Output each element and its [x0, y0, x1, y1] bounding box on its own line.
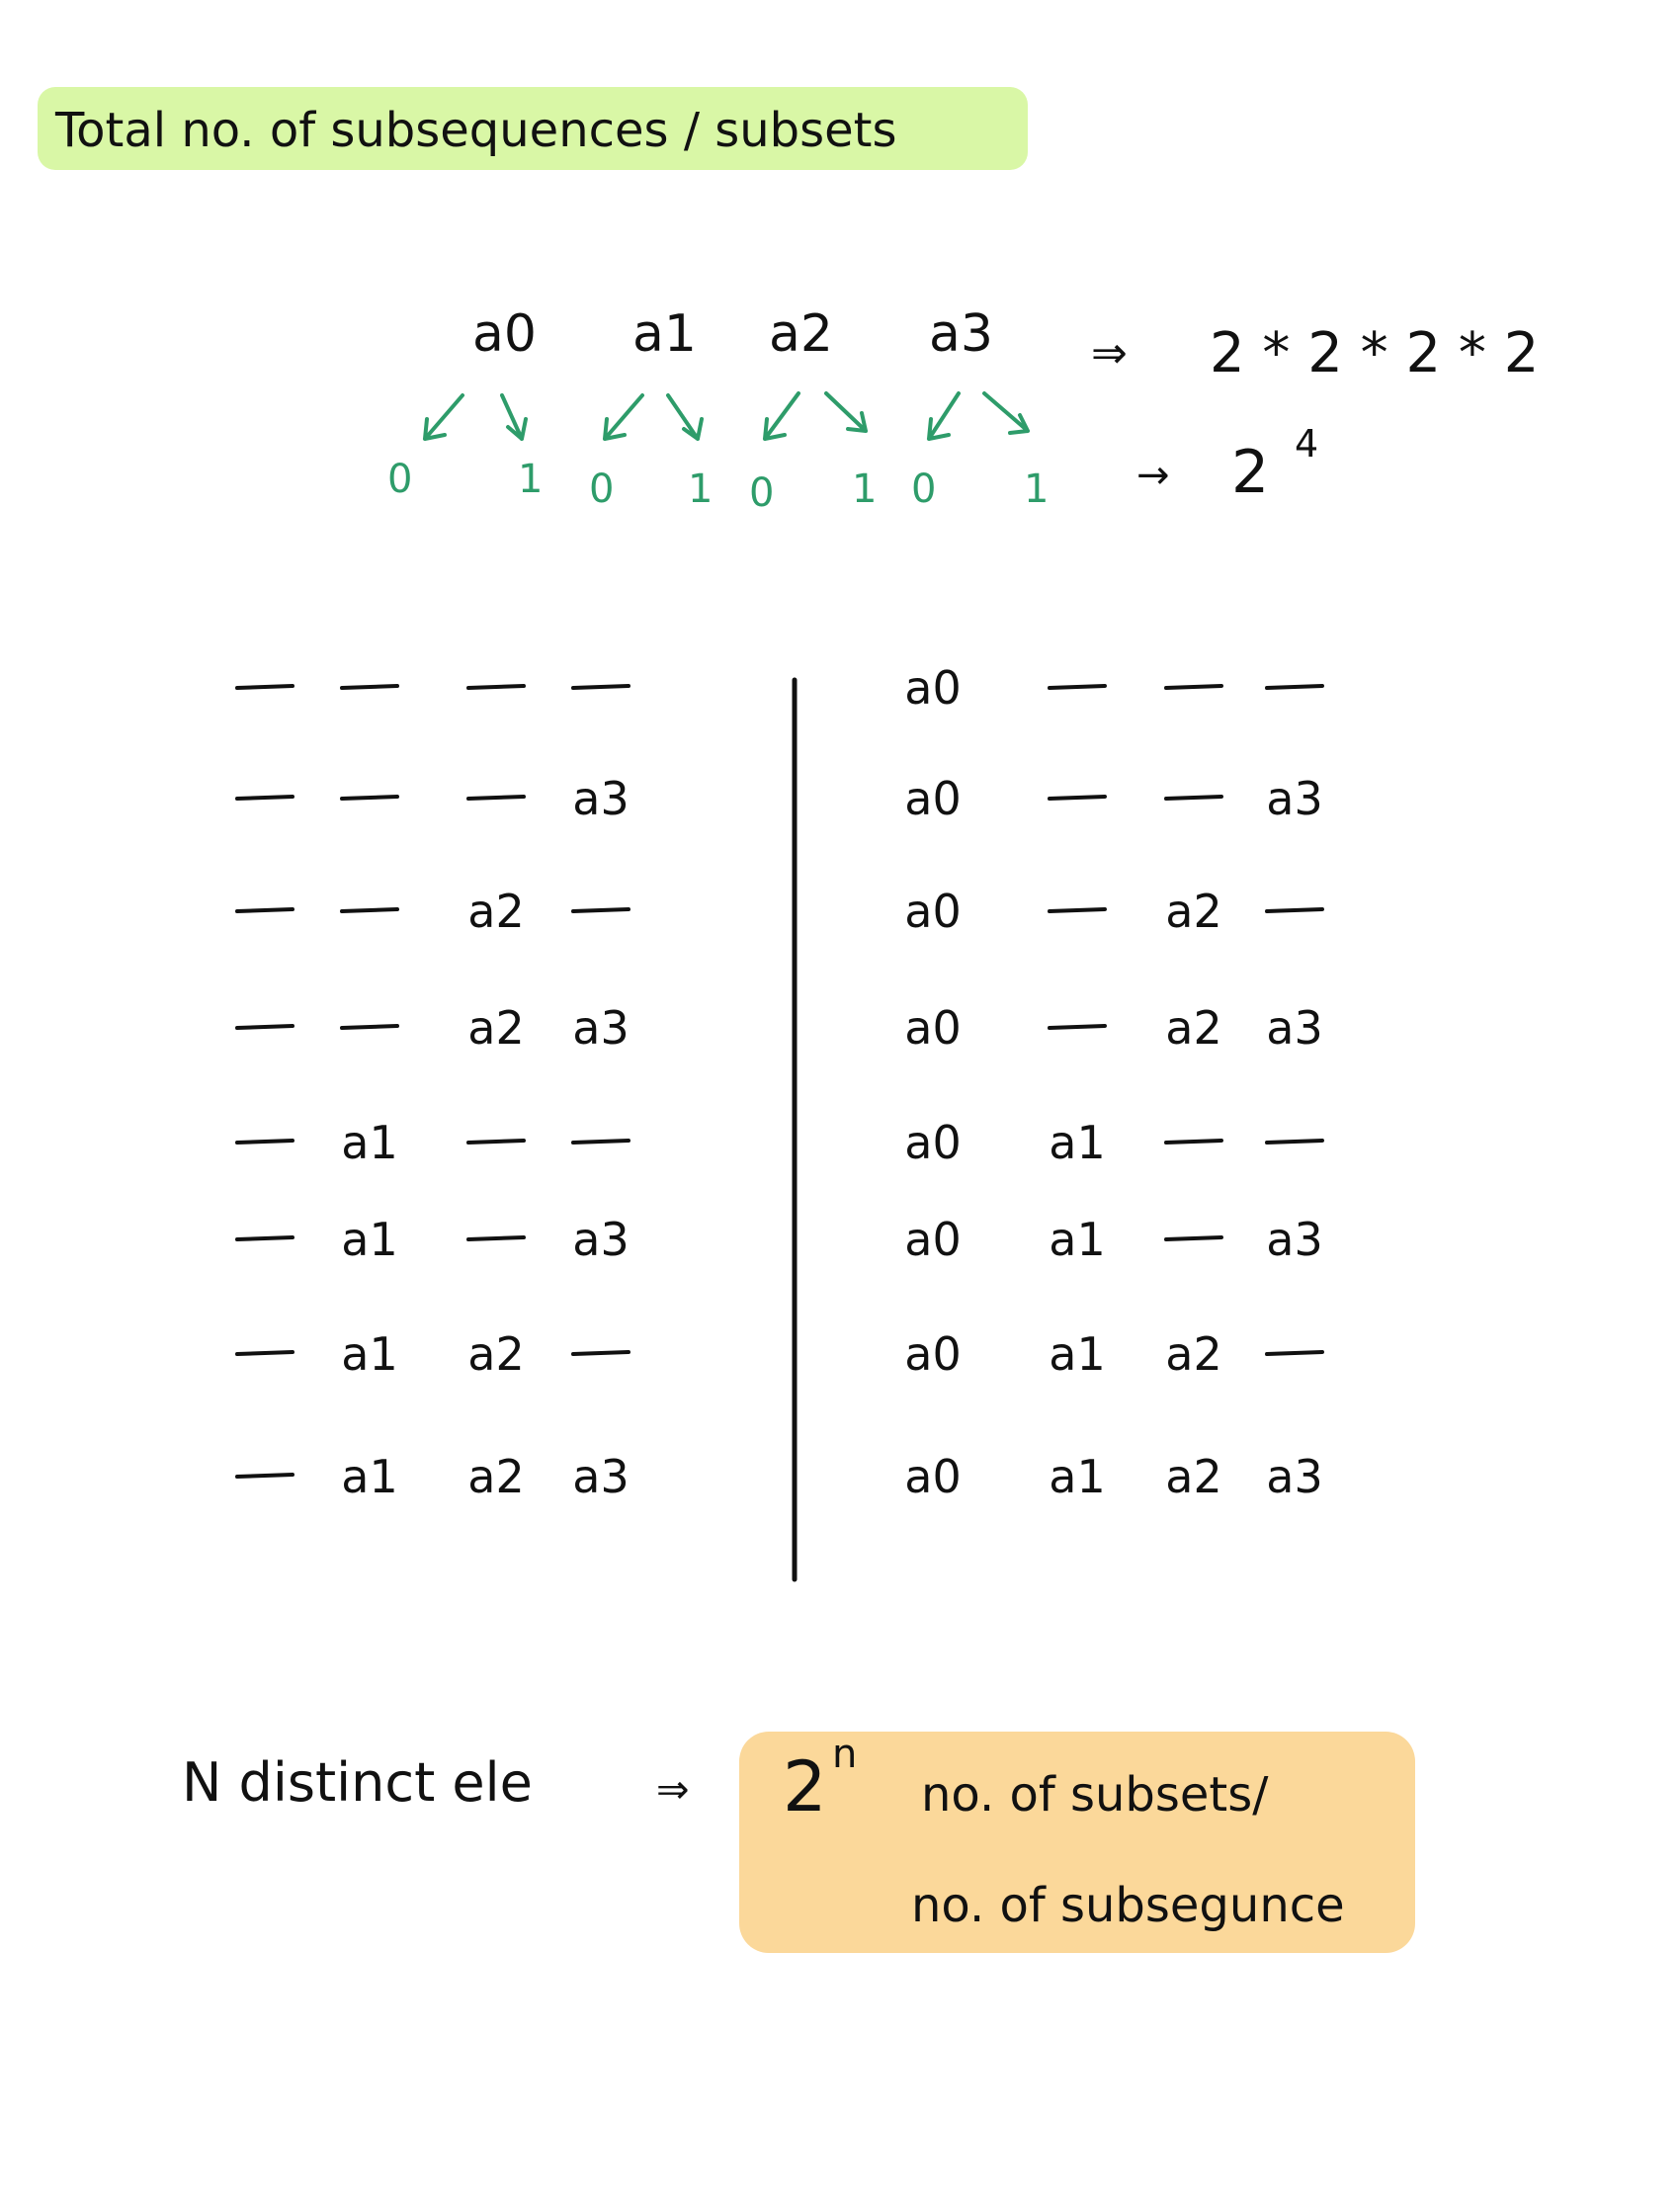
blank-slot: [1265, 1350, 1324, 1356]
blank-slot: [1265, 907, 1324, 913]
subset-element: a3: [572, 1450, 629, 1503]
subset-element: a3: [1266, 1450, 1322, 1503]
element-label: a2: [769, 304, 833, 364]
blank-slot: [1164, 1235, 1223, 1241]
blank-slot: [340, 907, 399, 913]
blank-slot: [1048, 907, 1107, 913]
conclusion-lhs: N distinct ele: [182, 1751, 533, 1814]
subset-element: a1: [341, 1116, 397, 1169]
choice-digit: 0: [911, 467, 936, 512]
subset-element: a0: [904, 1116, 961, 1169]
blank-slot: [1265, 1139, 1324, 1145]
conclusion-arrow: ⇒: [656, 1767, 690, 1813]
product-arrow: ⇒: [1091, 328, 1128, 379]
power-exponent: 4: [1295, 422, 1318, 466]
blank-slot: [1048, 1024, 1107, 1030]
blank-slot: [1164, 1139, 1223, 1145]
subset-element: a3: [1266, 1001, 1322, 1055]
subset-element: a2: [467, 1001, 524, 1055]
blank-slot: [235, 1350, 294, 1356]
blank-slot: [571, 1139, 630, 1145]
subset-element: a3: [1266, 1213, 1322, 1266]
subset-element: a2: [1165, 1450, 1221, 1503]
blank-slot: [1265, 684, 1324, 690]
element-label: a1: [632, 304, 697, 364]
blank-slot: [1048, 684, 1107, 690]
choice-digit: 1: [1024, 467, 1049, 512]
blank-slot: [571, 684, 630, 690]
subset-element: a2: [1165, 885, 1221, 938]
blank-slot: [235, 795, 294, 801]
product-expression: 2 * 2 * 2 * 2: [1210, 321, 1539, 385]
choice-digit: 0: [749, 470, 774, 516]
choice-digit: 0: [589, 467, 614, 512]
result-line-1: no. of subsets/: [921, 1767, 1269, 1823]
subset-element: a1: [341, 1450, 397, 1503]
choice-digits: 0 1 0 1 0 1 0 1: [387, 457, 1049, 516]
choice-digit: 1: [688, 467, 713, 512]
power-base: 2: [1231, 438, 1269, 507]
choice-digit: 1: [518, 457, 543, 502]
subset-element: a1: [1049, 1450, 1105, 1503]
subset-element: a0: [904, 1001, 961, 1055]
blank-slot: [235, 907, 294, 913]
blank-slot: [1048, 795, 1107, 801]
blank-slot: [466, 795, 526, 801]
power-arrow: →: [1136, 453, 1170, 498]
subset-element: a0: [904, 1327, 961, 1381]
result-exponent: n: [832, 1732, 857, 1777]
blank-slot: [1164, 684, 1223, 690]
choice-arrows: [423, 391, 1030, 441]
choice-digit: 1: [852, 467, 877, 512]
page-title: Total no. of subsequences / subsets: [54, 103, 897, 158]
blank-slot: [235, 1024, 294, 1030]
subset-element: a3: [572, 1001, 629, 1055]
subset-element: a0: [904, 1450, 961, 1503]
blank-slot: [1164, 795, 1223, 801]
subset-element: a1: [341, 1327, 397, 1381]
subset-element: a2: [1165, 1327, 1221, 1381]
result-line-2: no. of subsegunce: [911, 1878, 1345, 1933]
element-label: a3: [929, 304, 993, 364]
subset-element: a1: [341, 1213, 397, 1266]
subset-element: a0: [904, 1213, 961, 1266]
blank-slot: [235, 1139, 294, 1145]
blank-slot: [466, 1139, 526, 1145]
subset-element: a3: [572, 772, 629, 825]
subset-element: a0: [904, 772, 961, 825]
subset-element: a2: [467, 1327, 524, 1381]
subset-element: a3: [572, 1213, 629, 1266]
blank-slot: [235, 1473, 294, 1479]
element-labels: a0 a1 a2 a3: [472, 304, 993, 364]
subset-element: a1: [1049, 1116, 1105, 1169]
subset-element: a0: [904, 885, 961, 938]
left-subset-table: a3 a2 a2 a3 a1 a1 a3 a1 a2 a1 a2 a3: [235, 684, 630, 1503]
title-highlight: [38, 87, 1028, 170]
subset-element: a2: [1165, 1001, 1221, 1055]
blank-slot: [466, 1235, 526, 1241]
subset-element: a1: [1049, 1213, 1105, 1266]
subset-element: a2: [467, 885, 524, 938]
blank-slot: [466, 684, 526, 690]
blank-slot: [340, 795, 399, 801]
blank-slot: [571, 1350, 630, 1356]
subset-element: a3: [1266, 772, 1322, 825]
subset-element: a1: [1049, 1327, 1105, 1381]
subset-element: a2: [467, 1450, 524, 1503]
subset-element: a0: [904, 661, 961, 715]
blank-slot: [235, 1235, 294, 1241]
blank-slot: [340, 1024, 399, 1030]
element-label: a0: [472, 304, 537, 364]
blank-slot: [235, 684, 294, 690]
result-base: 2: [783, 1746, 827, 1827]
blank-slot: [340, 684, 399, 690]
blank-slot: [571, 907, 630, 913]
right-subset-table: a0 a0 a3 a0 a2 a0 a2 a3 a0 a1 a0 a1 a3 a0 a1 a2 a0 a1 a2 a3: [904, 661, 1324, 1503]
choice-digit: 0: [387, 457, 412, 502]
result-highlight: [739, 1732, 1415, 1953]
